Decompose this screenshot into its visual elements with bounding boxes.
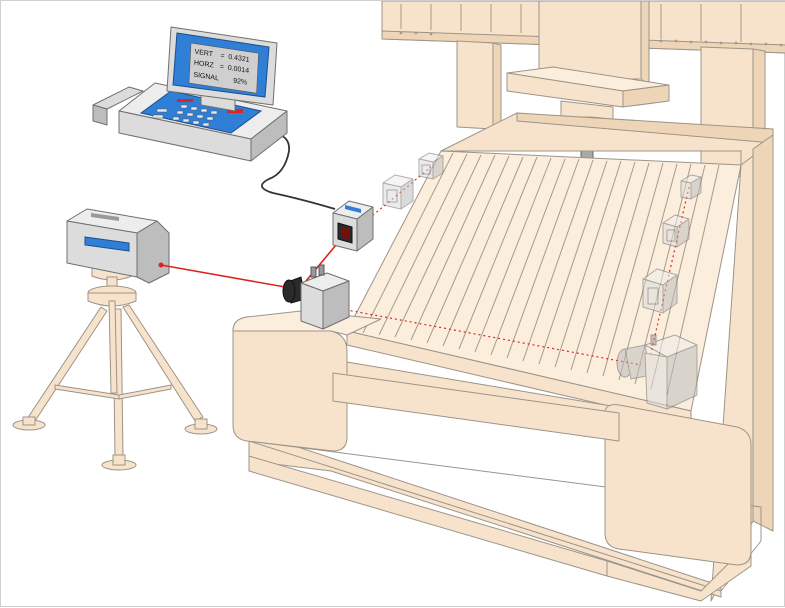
readout-console-icon: VERT = 0.4321 HORZ = 0.0014 SIGNAL 92%: [92, 26, 336, 210]
vert-label: VERT: [194, 49, 213, 59]
gantry-machine-icon: [232, 1, 785, 602]
beam-splitter-icon: [332, 200, 374, 252]
vert-sep: =: [220, 53, 224, 61]
horz-sep: =: [220, 64, 224, 72]
signal-value: 92%: [233, 78, 247, 87]
laser-emitter-icon: [66, 208, 170, 284]
tripod-icon: [12, 260, 218, 471]
target-receiver-icon: [282, 264, 350, 330]
faded-target-units: [382, 152, 702, 410]
horz-label: HORZ: [194, 60, 215, 70]
vert-value: 0.4321: [228, 54, 250, 64]
horz-value: 0.0014: [228, 65, 250, 75]
signal-label: SIGNAL: [193, 72, 219, 83]
